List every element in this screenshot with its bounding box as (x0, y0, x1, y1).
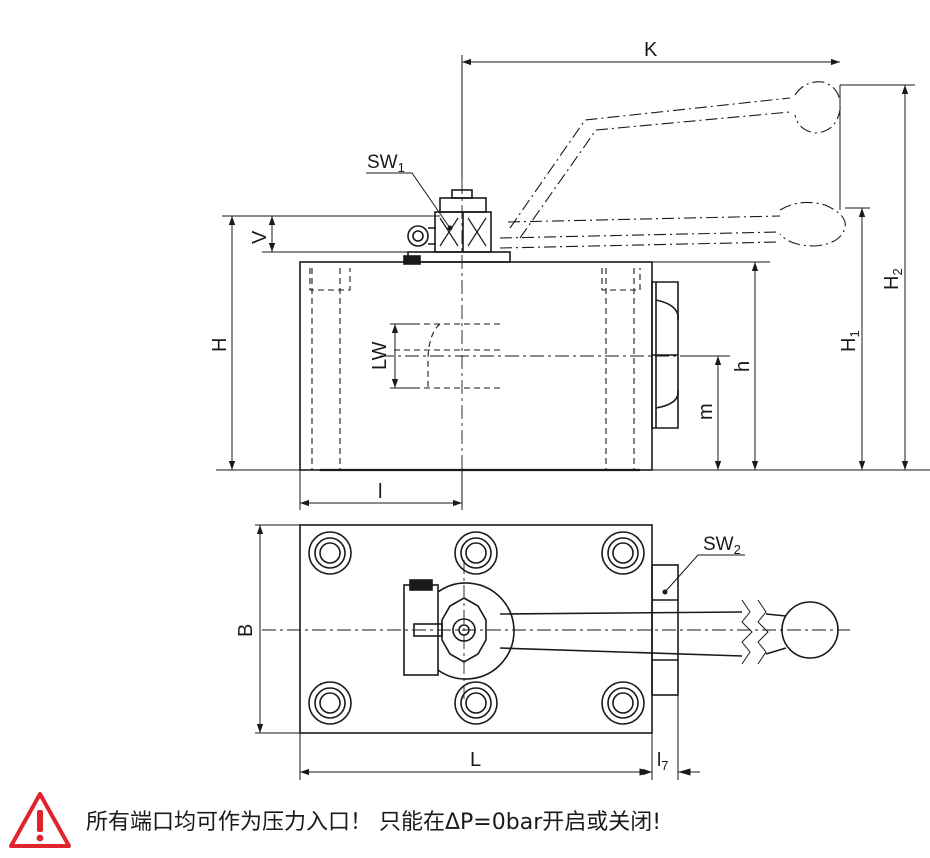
dim-K-label: K (644, 39, 658, 61)
dim-h-label: h (732, 361, 754, 372)
dim-SW1-label: SW1 (367, 152, 405, 175)
bolt-holes (308, 531, 645, 725)
warning-text: 所有端口均可作为压力入口！ 只能在ΔP=0bar开启或关闭! (86, 810, 662, 835)
dimension-lines (216, 55, 930, 780)
warning-triangle-icon (9, 792, 71, 848)
valve-plate (299, 524, 653, 734)
handle-phantom (499, 81, 846, 249)
dim-B-label: B (235, 624, 257, 637)
top-view (299, 524, 839, 734)
front-view (299, 189, 679, 472)
dim-H-label: H (209, 338, 231, 352)
dim-SW2-label: SW2 (703, 534, 741, 557)
dim-L-label: L (470, 749, 481, 771)
warning-note: 所有端口均可作为压力入口！ 只能在ΔP=0bar开启或关闭! (8, 788, 661, 852)
dim-l-label: l (378, 481, 382, 503)
valve-body (299, 261, 653, 471)
dim-l7-label: l7 (657, 750, 668, 773)
side-plug (651, 281, 679, 429)
dim-V-label: V (249, 230, 271, 244)
dim-m-label: m (695, 403, 717, 420)
dim-LW-label: LW (369, 341, 391, 370)
dim-H1-label: H1 (838, 330, 862, 352)
dim-H2-label: H2 (881, 268, 905, 290)
